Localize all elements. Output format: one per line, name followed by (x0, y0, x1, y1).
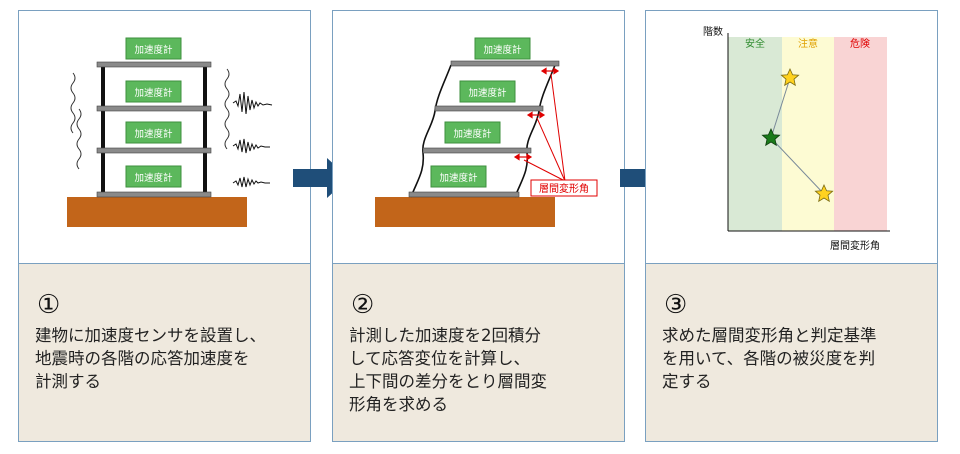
panel-judgement: 安全 注意 危険 階数 層間変形角 ③ 求めた層間変形角と判定基準 を用いて、各… (645, 10, 938, 442)
floor-slab (96, 105, 212, 112)
drift-figure: 加速度計 加速度計 加速度計 加速度計 (333, 11, 624, 263)
accelerometer-1f: 加速度計 (125, 165, 182, 188)
leader-line (550, 73, 566, 182)
arrowhead-icon (553, 67, 560, 75)
arrowhead-icon (526, 111, 533, 119)
leader-line (536, 117, 566, 182)
star-icon (814, 184, 834, 203)
step-description: 求めた層間変形角と判定基準 を用いて、各階の被災度を判 定する (662, 326, 877, 391)
floor-slab (422, 147, 532, 154)
accelerometer-3f: 加速度計 (459, 80, 516, 103)
zone-danger (834, 37, 887, 231)
accelerometer-2f: 加速度計 (444, 121, 501, 144)
y-axis-label: 階数 (703, 25, 723, 38)
floor-slab (450, 60, 560, 67)
svg-text:加速度計: 加速度計 (483, 44, 522, 56)
accelerometer-3f: 加速度計 (125, 80, 182, 103)
waveform-middle (232, 138, 270, 154)
zone-caution (782, 37, 834, 231)
svg-text:加速度計: 加速度計 (439, 172, 478, 184)
building-sensor-figure: 加速度計 加速度計 加速度計 加速度計 (19, 11, 310, 263)
deformed-column-right (514, 64, 556, 198)
step-description: 建物に加速度センサを設置し、 地震時の各階の応答加速度を 計測する (35, 326, 266, 391)
ground (375, 197, 555, 227)
star-icon (780, 68, 800, 87)
arrowhead-icon (539, 111, 546, 119)
zone-label-caution: 注意 (798, 37, 818, 50)
svg-text:加速度計: 加速度計 (453, 128, 492, 140)
floor-slab (96, 61, 212, 68)
accelerometer-top: 加速度計 (474, 37, 531, 60)
arrowhead-icon (540, 67, 547, 75)
svg-text:加速度計: 加速度計 (134, 128, 173, 140)
caption-box: ② 計測した加速度を2回積分 して応答変位を計算し、 上下間の差分をとり層間変 … (333, 263, 624, 441)
floor-slab (408, 191, 520, 198)
drift-label-box: 層間変形角 (530, 179, 598, 197)
zone-safe (728, 37, 782, 231)
panel-measurement: 加速度計 加速度計 加速度計 加速度計 ① (18, 10, 311, 442)
judgement-chart: 安全 注意 危険 階数 層間変形角 (646, 11, 937, 263)
star-icon (761, 128, 781, 147)
svg-text:加速度計: 加速度計 (468, 87, 507, 99)
step-number: ① (37, 290, 61, 320)
leader-line (523, 159, 566, 182)
zone-label-safe: 安全 (745, 37, 765, 50)
vibration-line-right (224, 68, 230, 150)
building-column-right (203, 63, 207, 197)
caption-box: ① 建物に加速度センサを設置し、 地震時の各階の応答加速度を 計測する (19, 263, 310, 441)
vibration-line-left (70, 72, 76, 134)
waveform-bottom (232, 176, 270, 188)
step-number: ③ (664, 290, 688, 320)
arrowhead-icon (526, 153, 533, 161)
x-axis-label: 層間変形角 (830, 239, 880, 252)
floor-slab (96, 191, 212, 198)
svg-text:層間変形角: 層間変形角 (539, 182, 589, 195)
vibration-line-left (76, 108, 82, 170)
accelerometer-top: 加速度計 (125, 37, 182, 60)
accelerometer-2f: 加速度計 (125, 121, 182, 144)
svg-text:加速度計: 加速度計 (134, 87, 173, 99)
step-description: 計測した加速度を2回積分 して応答変位を計算し、 上下間の差分をとり層間変 形角… (349, 326, 547, 414)
floor-slab (434, 105, 544, 112)
building-column-left (101, 63, 105, 197)
accelerometer-1f: 加速度計 (430, 165, 487, 188)
arrowhead-icon (513, 153, 520, 161)
caption-box: ③ 求めた層間変形角と判定基準 を用いて、各階の被災度を判 定する (646, 263, 937, 441)
zone-label-danger: 危険 (850, 38, 870, 50)
step-number: ② (351, 290, 375, 320)
waveform-top (232, 91, 273, 115)
ground (67, 197, 247, 227)
svg-text:加速度計: 加速度計 (134, 172, 173, 184)
deformed-column-left (410, 64, 452, 198)
floor-slab (96, 147, 212, 154)
panel-calculation: 加速度計 加速度計 加速度計 加速度計 (332, 10, 625, 442)
svg-text:加速度計: 加速度計 (134, 44, 173, 56)
